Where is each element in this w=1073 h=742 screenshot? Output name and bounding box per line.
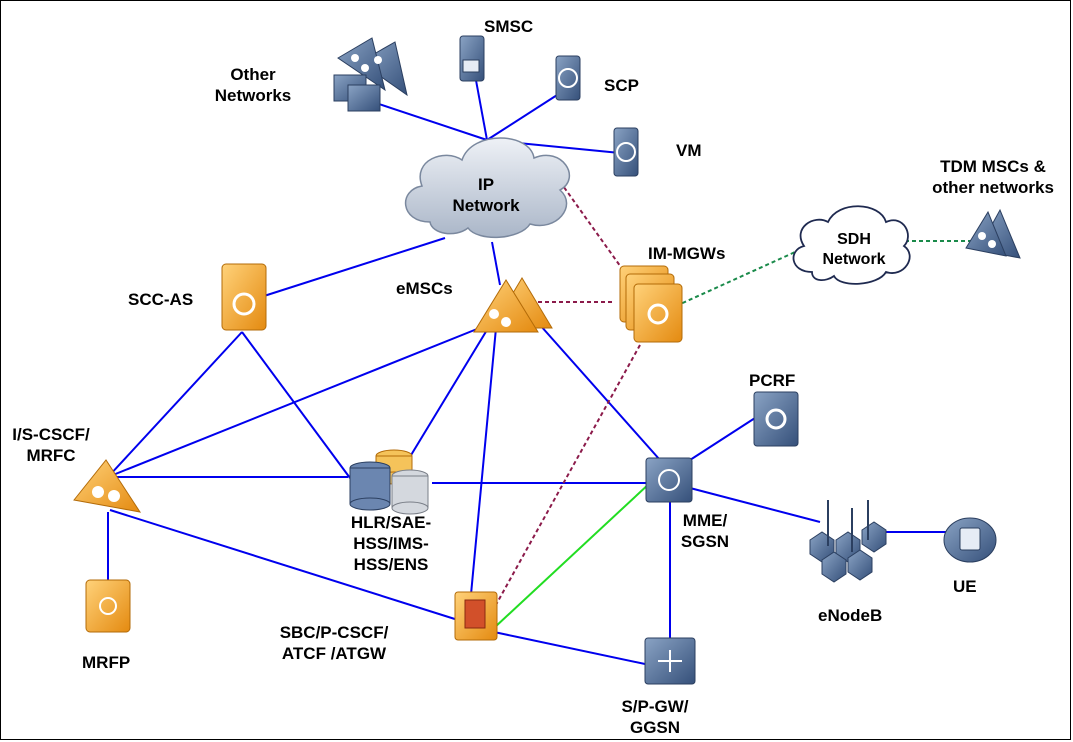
vm-icon — [613, 127, 639, 177]
link-emscs-cscf — [107, 324, 488, 478]
im-mgws-icon — [619, 265, 683, 343]
ue-icon — [943, 517, 997, 563]
smsc-label: SMSC — [484, 17, 534, 36]
smsc-icon — [459, 35, 485, 82]
scp-icon — [555, 55, 581, 101]
link-mgw-sdh — [675, 247, 805, 307]
i-s-cscf-mrfc-icon — [73, 459, 142, 513]
mme-sgsn-icon — [645, 457, 693, 503]
scc-as-label: SCC-AS — [128, 290, 194, 309]
ip-network-cloud — [405, 137, 571, 239]
s-p-gw-ggsn-label: S/P-GW/ GGSN — [621, 697, 689, 737]
scc-as-icon — [221, 263, 267, 331]
link-mme-pcrf — [689, 417, 756, 461]
link-ipnet-sccas — [263, 237, 446, 297]
ue-label: UE — [953, 577, 977, 596]
pcrf-icon — [753, 391, 799, 447]
link-emscs-mme — [539, 324, 661, 461]
vm-label: VM — [676, 141, 702, 160]
enodeb-icon — [809, 500, 887, 583]
ip-network-label: IP Network — [452, 175, 520, 215]
sdh-network-cloud — [792, 205, 911, 285]
link-scp-hub — [486, 87, 569, 141]
sdh-network-label: SDH Network — [822, 231, 886, 268]
pcrf-label: PCRF — [749, 371, 796, 390]
link-cscf-sbc — [109, 509, 459, 621]
mrfp-label: MRFP — [82, 653, 131, 672]
link-sccas-cscf — [107, 331, 243, 478]
link-sccas-hlr — [241, 331, 351, 479]
im-mgws-label: IM-MGWs — [648, 244, 726, 263]
link-emscs-hlr — [404, 324, 491, 466]
link-mme-enodeb — [689, 487, 821, 523]
other-networks-icon — [333, 37, 408, 112]
other-networks-label: Other Networks — [214, 65, 292, 105]
scp-label: SCP — [604, 76, 639, 95]
emscs-icon — [473, 277, 553, 333]
link-ipnet-emscs — [491, 241, 501, 286]
s-p-gw-ggsn-icon — [644, 637, 696, 685]
link-sbc-spgw — [493, 631, 646, 665]
link-sbc-mme-userplane — [493, 481, 652, 629]
link-ipnet-mgw — [555, 175, 629, 278]
media-links — [491, 175, 641, 613]
link-emscs-sbc — [469, 327, 497, 606]
sbc-p-cscf-label: SBC/P-CSCF/ ATCF /ATGW — [279, 623, 389, 663]
tdm-mscs-icon — [965, 208, 1021, 259]
tdm-links — [675, 240, 974, 307]
hlr-hss-database-icon — [349, 449, 429, 515]
mme-sgsn-label: MME/ SGSN — [680, 511, 730, 551]
i-s-cscf-mrfc-label: I/S-CSCF/ MRFC — [12, 425, 90, 465]
tdm-mscs-label: TDM MSCs & other networks — [932, 157, 1054, 197]
enodeb-label: eNodeB — [818, 606, 883, 625]
emscs-label: eMSCs — [396, 279, 453, 298]
sbc-p-cscf-icon — [454, 591, 498, 641]
link-mgw-sbc — [491, 344, 641, 613]
hlr-hss-label: HLR/SAE- HSS/IMS- HSS/ENS — [350, 513, 432, 574]
mrfp-icon — [85, 579, 131, 633]
